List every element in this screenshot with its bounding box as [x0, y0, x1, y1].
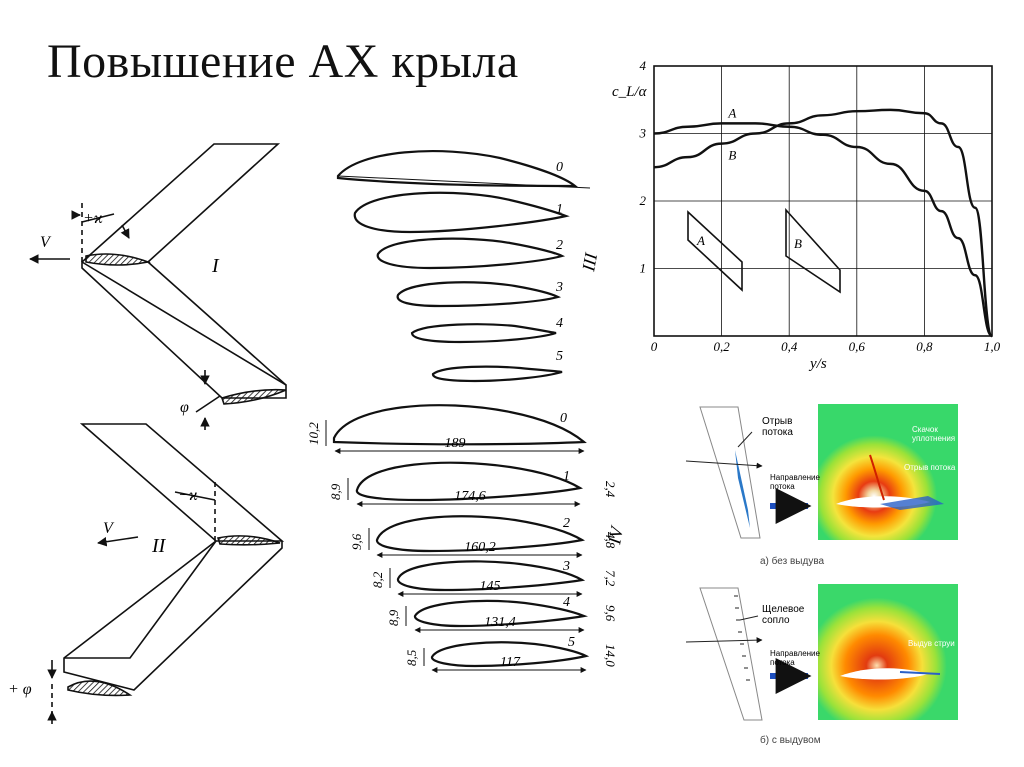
profile-bottom-label: 1	[563, 469, 570, 484]
profile-right-thickness: 2,4 4,8 7,2 9,6 14,0	[603, 481, 618, 667]
profile-bottom-label: 0	[560, 411, 567, 426]
chart-series: AB	[653, 105, 994, 338]
y-tick-label: 3	[639, 126, 647, 141]
thickness-label: 14,0	[603, 644, 618, 667]
velocity-label-upper: V	[40, 234, 52, 251]
profile-bottom-label: 2	[563, 516, 570, 531]
y-tick-label: 4	[640, 58, 647, 73]
profile-top-label: 1	[556, 202, 563, 217]
profile-top-label: 2	[556, 238, 563, 253]
x-tick-label: 0,2	[713, 339, 730, 354]
thickness-label: 2,4	[603, 481, 618, 498]
chord-label: 131,4	[484, 615, 516, 630]
chart-grid	[654, 66, 992, 336]
chord-label: 145	[480, 579, 501, 594]
series-line-a	[653, 122, 994, 338]
y-tick-label: 1	[640, 261, 647, 276]
profile-top-label: 0	[556, 160, 563, 175]
chart-y-ticks: 1 2 3 4	[639, 58, 647, 276]
x-tick-label: 0,8	[916, 339, 933, 354]
series-label-b: B	[728, 148, 736, 163]
thickness-label: 8,2	[370, 571, 385, 588]
velocity-label-lower: V	[103, 520, 115, 537]
profile-family-bottom	[325, 404, 590, 673]
sweep-angle-label-upper: +ϰ	[83, 210, 103, 227]
chart-x-axis-label: y/s	[808, 356, 827, 372]
wing-swept-back	[29, 143, 287, 430]
wing-swept-forward	[47, 423, 285, 724]
profile-family-top-roman: III	[578, 251, 601, 274]
wing-label-upper: I	[211, 255, 220, 277]
thickness-label: 9,6	[603, 605, 618, 622]
inset-wing-b	[785, 207, 841, 294]
chord-label: 160,2	[464, 540, 496, 555]
thickness-label: 8,9	[386, 609, 401, 626]
chart-insets	[687, 207, 841, 294]
profile-family-top	[336, 149, 591, 383]
thickness-label: 4,8	[603, 532, 618, 549]
page-title: Повышение АХ крыла	[47, 35, 519, 88]
chord-label: 117	[500, 655, 521, 670]
inset-wing-a	[687, 210, 743, 292]
twist-label-upper: φ	[180, 399, 189, 416]
thickness-label: 10,2	[306, 422, 321, 445]
chart-y-axis-label: c_L/α	[612, 84, 648, 100]
profile-top-label: 5	[556, 349, 563, 364]
x-tick-label: 0	[651, 339, 658, 354]
x-tick-label: 0,4	[781, 339, 798, 354]
profile-family-bottom-roman: IV	[604, 524, 627, 547]
cfd-a-sep2-label: Отрыв потока	[904, 463, 956, 472]
profile-top-label: 4	[556, 316, 563, 331]
x-tick-label: 1,0	[984, 339, 1001, 354]
y-tick-label: 2	[640, 193, 647, 208]
profile-family-bottom-labels: 0 1 2 3 4 5	[560, 411, 575, 650]
inset-label-a: A	[696, 233, 705, 248]
profile-family-top-labels: 0 1 2 3 4 5	[555, 160, 563, 364]
twist-label-lower: + φ	[8, 681, 32, 698]
cfd-b-caption: б) с выдувом	[760, 734, 821, 746]
chart-x-ticks: 0 0,2 0,4 0,6 0,8 1,0	[651, 339, 1001, 354]
inset-label-b: B	[794, 236, 802, 251]
series-line-b	[653, 108, 994, 338]
profile-chords: 189 174,6 160,2 145 131,4 117	[445, 436, 521, 670]
profile-bottom-label: 3	[562, 559, 570, 574]
profile-left-thickness: 10,2 8,9 9,6 8,2 8,9 8,5	[306, 422, 419, 666]
thickness-label: 8,5	[404, 649, 419, 666]
cfd-b-jet-label: Выдув струи	[908, 639, 955, 648]
sweep-angle-label-lower: −ϰ	[178, 487, 198, 504]
chord-label: 174,6	[454, 489, 486, 504]
thickness-label: 8,9	[328, 483, 343, 500]
cfd-a-caption: а) без выдува	[760, 555, 825, 567]
chord-label: 189	[445, 436, 466, 451]
thickness-label: 7,2	[603, 570, 618, 587]
series-label-a: A	[727, 105, 736, 120]
x-tick-label: 0,6	[849, 339, 866, 354]
profile-bottom-label: 5	[568, 635, 575, 650]
thickness-label: 9,6	[349, 533, 364, 550]
profile-bottom-label: 4	[563, 595, 570, 610]
profile-top-label: 3	[555, 280, 563, 295]
wing-label-lower: II	[151, 535, 167, 557]
